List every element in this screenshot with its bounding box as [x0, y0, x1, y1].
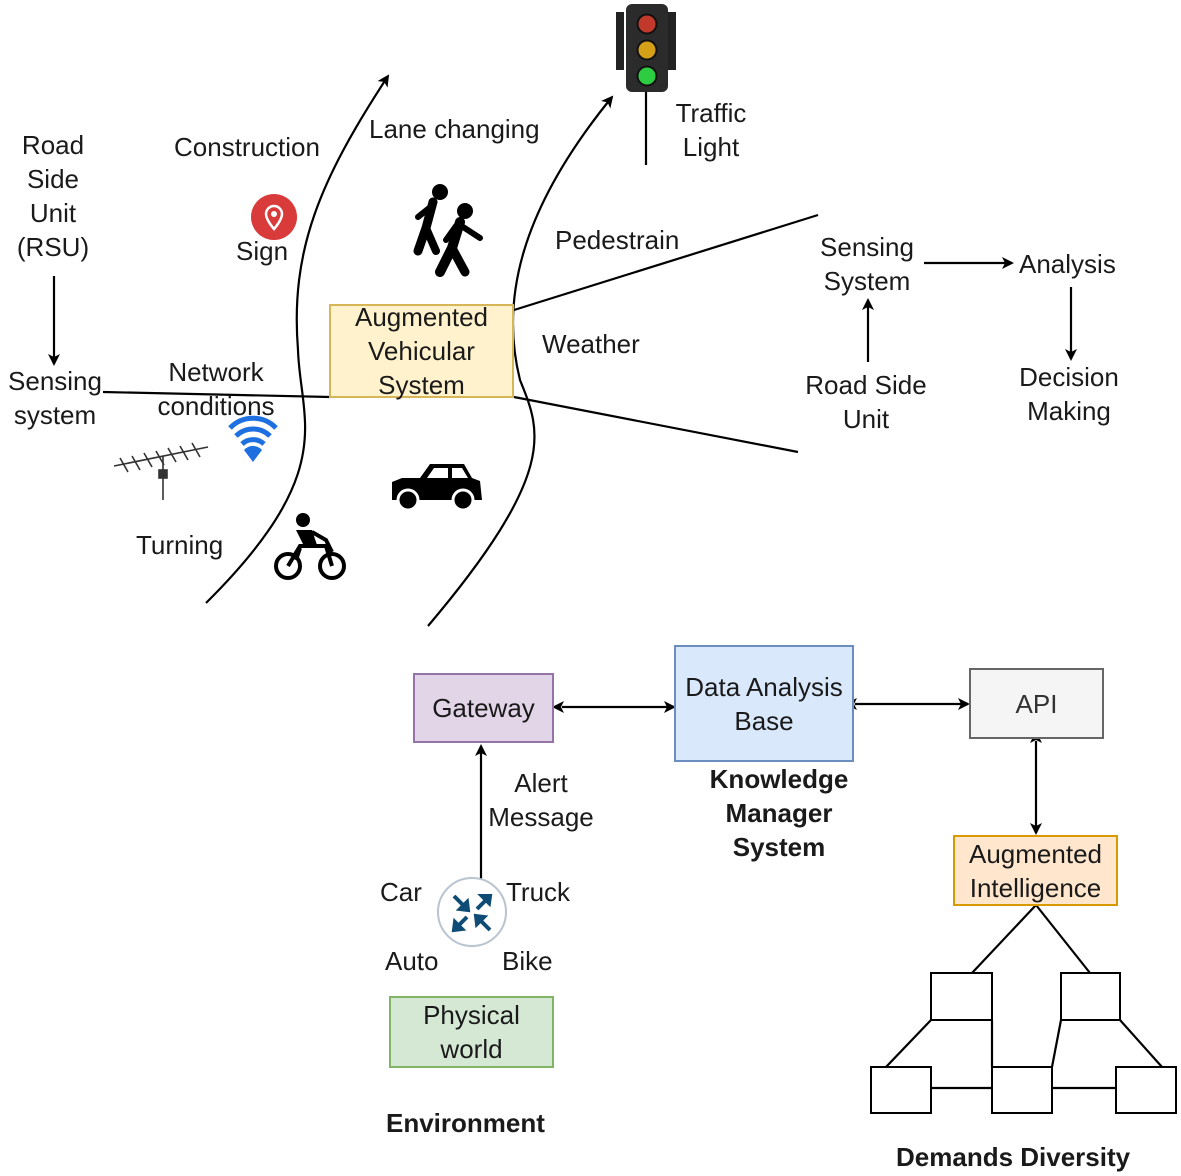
tree-node: [991, 1066, 1053, 1114]
tree-edge: [1050, 1019, 1063, 1068]
data-analysis-base-box: Data Analysis Base: [674, 645, 854, 762]
api-box: API: [969, 668, 1104, 739]
weather-branch-line: [513, 395, 799, 454]
lane-changing-label: Lane changing: [369, 114, 540, 144]
sign-label: Sign: [236, 236, 289, 266]
decision-making-label: Decision Making: [1012, 360, 1126, 428]
road-side-unit-rsu-label: Road Side Unit (RSU): [10, 128, 96, 264]
sensing-system-left-label: Sensing system: [0, 364, 110, 432]
network-branch-line: [102, 390, 331, 399]
auto-label: Auto: [385, 946, 439, 976]
network-conditions-label: Network conditions: [152, 355, 280, 423]
traffic-light-icon: [616, 4, 676, 92]
bike-label: Bike: [502, 946, 553, 976]
router-icon: [437, 877, 507, 947]
gateway-text: Gateway: [432, 693, 535, 723]
construction-label: Construction: [174, 132, 320, 162]
knowledge-manager-system-text: Knowledge Manager System: [709, 764, 849, 862]
road-side-unit-rsu-text: Road Side Unit (RSU): [16, 130, 90, 262]
tree-edge: [1119, 1019, 1163, 1068]
data-analysis-base-text: Data Analysis Base: [685, 671, 843, 736]
demands-diversity-label: Demands Diversity: [896, 1142, 1131, 1172]
environment-label: Environment: [386, 1108, 545, 1138]
car-label: Car: [380, 877, 422, 907]
alert-message-text: Alert Message: [488, 768, 594, 832]
road-side-unit-text: Road Side Unit: [805, 370, 927, 434]
gateway-box: Gateway: [413, 673, 554, 743]
pedestrain-label: Pedestrain: [555, 225, 680, 255]
alert-message-label: Alert Message: [484, 766, 598, 834]
network-conditions-text: Network conditions: [157, 357, 275, 421]
left-road-curve: [205, 74, 390, 604]
augmented-intelligence-text: Augmented Intelligence: [969, 838, 1102, 903]
weather-label: Weather: [542, 329, 640, 359]
motorbike-icon: [274, 513, 346, 580]
sensing-system-right-text: Sensing System: [820, 232, 914, 296]
car-icon: [392, 464, 482, 512]
physical-world-box: Physical world: [389, 996, 554, 1068]
sensing-system-right-label: Sensing System: [812, 230, 922, 298]
turning-label: Turning: [136, 530, 224, 560]
analysis-label: Analysis: [1019, 249, 1116, 279]
tree-edge: [1035, 904, 1091, 974]
traffic-light-text: Traffic Light: [675, 98, 747, 162]
truck-label: Truck: [506, 877, 571, 907]
tree-node: [1060, 972, 1121, 1021]
pedestrian-icon: [413, 184, 483, 277]
antenna-icon: [113, 442, 209, 500]
traffic-light-label: Traffic Light: [666, 96, 756, 164]
physical-world-text: Physical world: [423, 1000, 520, 1064]
augmented-intelligence-box: Augmented Intelligence: [953, 835, 1118, 906]
right-road-curve: [427, 95, 614, 627]
wifi-icon: [228, 415, 278, 462]
knowledge-manager-system-label: Knowledge Manager System: [690, 762, 868, 864]
tree-node: [930, 972, 993, 1021]
augmented-vehicular-system-box: Augmented Vehicular System: [329, 302, 514, 400]
tree-edge: [885, 1019, 932, 1068]
pedestrain-branch-line: [513, 213, 819, 312]
tree-node: [1115, 1066, 1177, 1114]
tree-edge: [971, 904, 1037, 974]
api-text: API: [1015, 688, 1058, 719]
decision-making-text: Decision Making: [1019, 362, 1119, 426]
sensing-system-left-text: Sensing system: [8, 366, 102, 430]
augmented-vehicular-system-text: Augmented Vehicular System: [355, 302, 488, 400]
tree-node: [870, 1066, 932, 1114]
road-side-unit-label: Road Side Unit: [800, 368, 932, 436]
location-pin-icon: [251, 194, 297, 240]
